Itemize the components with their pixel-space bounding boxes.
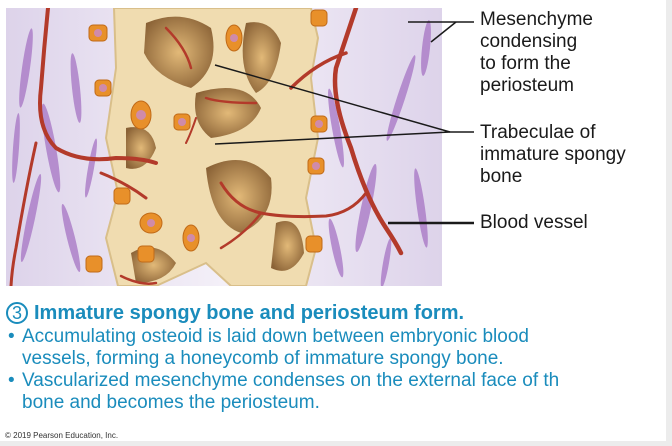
step-number-badge: 3 <box>6 302 28 324</box>
step-caption: 3 Immature spongy bone and periosteum fo… <box>6 300 672 414</box>
leader-lines <box>214 21 474 225</box>
bullet-line: Accumulating osteoid is laid down betwee… <box>22 326 529 347</box>
step-heading-text: Immature spongy bone and periosteum form… <box>34 301 465 324</box>
label-mesenchyme: Mesenchyme condensing to form the perios… <box>480 9 593 96</box>
bullet-line: Vascularized mesenchyme condenses on the… <box>22 370 560 391</box>
caption-bullet: Accumulating osteoid is laid down betwee… <box>6 326 672 370</box>
step-heading: 3 Immature spongy bone and periosteum fo… <box>6 300 672 326</box>
label-blood-vessel: Blood vessel <box>480 212 588 233</box>
copyright-notice: © 2019 Pearson Education, Inc. <box>5 431 119 440</box>
label-trabeculae: Trabeculae of immature spongy bone <box>480 122 626 187</box>
figure-panel: Mesenchyme condensing to form the perios… <box>0 0 666 441</box>
bullet-line: vessels, forming a honeycomb of immature… <box>22 348 504 369</box>
bullet-line: bone and becomes the periosteum. <box>22 392 320 413</box>
caption-bullet: Vascularized mesenchyme condenses on the… <box>6 370 672 414</box>
bone-formation-illustration <box>6 8 442 286</box>
